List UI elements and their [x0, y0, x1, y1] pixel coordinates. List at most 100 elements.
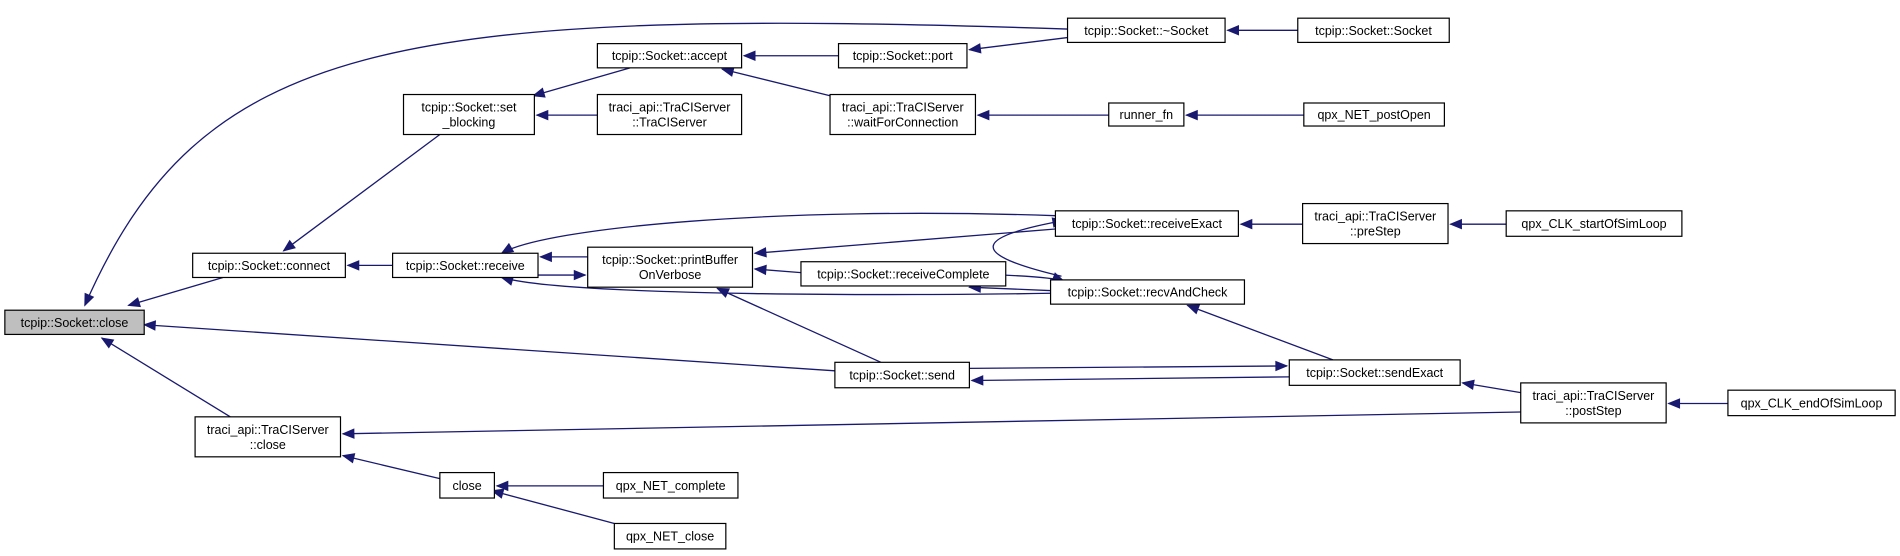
node-server-pre-step[interactable]: traci_api::TraCIServer::preStep [1302, 202, 1449, 245]
node-socket-receive[interactable]: tcpip::Socket::receive [392, 252, 539, 279]
call-edge-socket_send-to-socket_close [144, 324, 835, 372]
node-label: ::close [250, 438, 286, 452]
node-label: tcpip::Socket::recvAndCheck [1068, 286, 1229, 300]
arrowhead-icon [142, 320, 157, 331]
node-box [587, 246, 754, 288]
node-box [1066, 17, 1226, 44]
node-label: tcpip::Socket::receiveExact [1072, 217, 1223, 231]
node-label: tcpip::Socket::send [849, 369, 955, 383]
node-socket-port[interactable]: tcpip::Socket::port [837, 43, 968, 69]
node-label: OnVerbose [639, 268, 702, 282]
node-socket-dtor[interactable]: tcpip::Socket::~Socket [1066, 17, 1226, 44]
node-label: tcpip::Socket::Socket [1315, 24, 1432, 38]
arrowhead-icon [968, 43, 982, 54]
node-socket-receive-exact[interactable]: tcpip::Socket::receiveExact [1054, 210, 1239, 237]
node-label: traci_api::TraCIServer [842, 101, 964, 115]
node-label: ::TraCIServer [632, 116, 707, 130]
arrowhead-icon [341, 428, 355, 439]
arrowhead-icon [1449, 218, 1462, 230]
node-label: qpx_NET_close [626, 530, 714, 544]
node-box [192, 252, 346, 279]
node-socket-set-blocking[interactable]: tcpip::Socket::set_blocking [402, 93, 535, 136]
node-label: qpx_CLK_endOfSimLoop [1741, 396, 1883, 410]
node-box [829, 93, 977, 136]
node-socket-accept[interactable]: tcpip::Socket::accept [596, 43, 743, 69]
node-socket-recv-and-check[interactable]: tcpip::Socket::recvAndCheck [1049, 279, 1246, 305]
node-box [1303, 102, 1445, 127]
node-box [1297, 17, 1450, 44]
arrowhead-icon [127, 297, 141, 308]
arrowhead-icon [341, 453, 356, 464]
call-edge-socket_receive_exact-to-socket_receive [501, 212, 1056, 254]
node-box [1302, 202, 1449, 245]
node-box [392, 252, 539, 279]
node-box [439, 471, 495, 499]
node-box [1505, 210, 1683, 237]
node-box [800, 261, 1007, 287]
node-socket-send[interactable]: tcpip::Socket::send [834, 361, 970, 389]
node-box [596, 43, 743, 69]
call-edge-server_close-to-socket_close [101, 337, 231, 418]
arrowhead-icon [1226, 25, 1239, 36]
node-box [602, 471, 739, 499]
call-edge-socket_accept-to-socket_set_blocking [532, 67, 631, 97]
node-close-fn[interactable]: close [439, 471, 495, 499]
node-box [194, 416, 342, 458]
arrowhead-icon [1461, 379, 1475, 390]
node-box [1288, 359, 1461, 386]
node-box [837, 43, 968, 69]
node-label: tcpip::Socket::port [853, 49, 954, 63]
node-server-close[interactable]: traci_api::TraCIServer::close [194, 416, 342, 458]
node-box [596, 93, 743, 136]
node-socket-connect[interactable]: tcpip::Socket::connect [192, 252, 346, 279]
arrowhead-icon [500, 242, 515, 254]
node-label: tcpip::Socket::printBuffer [602, 253, 738, 267]
node-qpx-clk-start[interactable]: qpx_CLK_startOfSimLoop [1505, 210, 1683, 237]
node-label: tcpip::Socket::~Socket [1084, 24, 1209, 38]
call-edge-socket_recv_and_check-to-socket_receive_exact [992, 219, 1065, 277]
node-socket-send-exact[interactable]: tcpip::Socket::sendExact [1288, 359, 1461, 386]
node-qpx-net-complete[interactable]: qpx_NET_complete [602, 471, 739, 499]
call-edge-socket_recv_and_check-to-socket_receive_complete [969, 286, 1056, 292]
arrowhead-icon [742, 50, 756, 61]
node-box [402, 93, 535, 136]
arrowhead-icon [976, 109, 990, 121]
node-box [1049, 279, 1246, 305]
call-edge-close_fn-to-server_close [342, 454, 441, 480]
arrowhead-icon [970, 375, 984, 386]
node-runner-fn[interactable]: runner_fn [1108, 102, 1185, 127]
arrowhead-icon [753, 264, 767, 276]
arrowhead-icon [495, 480, 509, 492]
arrowhead-icon [720, 66, 735, 77]
call-edge-socket_send-to-socket_print_buffer [717, 287, 882, 363]
node-socket-ctor[interactable]: tcpip::Socket::Socket [1297, 17, 1450, 44]
call-edge-socket_set_blocking-to-socket_connect [283, 133, 441, 252]
node-label: runner_fn [1120, 108, 1174, 122]
call-edge-socket_dtor-to-socket_port [969, 36, 1068, 51]
node-qpx-clk-end[interactable]: qpx_CLK_endOfSimLoop [1727, 389, 1896, 417]
node-label: tcpip::Socket::connect [208, 259, 331, 273]
node-qpx-net-close[interactable]: qpx_NET_close [613, 522, 727, 550]
node-socket-receive-complete[interactable]: tcpip::Socket::receiveComplete [800, 261, 1007, 287]
node-label: _blocking [442, 116, 496, 130]
call-edge-socket_send-to-socket_send_exact [969, 365, 1287, 370]
node-server-post-step[interactable]: traci_api::TraCIServer::postStep [1520, 382, 1667, 424]
node-label: tcpip::Socket::receive [406, 259, 525, 273]
call-edge-socket_send_exact-to-socket_recv_and_check [1187, 304, 1334, 361]
node-wait-for-connection[interactable]: traci_api::TraCIServer::waitForConnectio… [829, 93, 977, 136]
node-server-ctor[interactable]: traci_api::TraCIServer::TraCIServer [596, 93, 743, 136]
node-box [4, 309, 145, 336]
node-label: qpx_NET_complete [616, 479, 726, 493]
arrowhead-icon [1667, 398, 1681, 409]
node-box [1727, 389, 1896, 417]
arrowhead-icon [539, 251, 552, 263]
arrowhead-icon [282, 239, 296, 252]
node-label: traci_api::TraCIServer [609, 101, 731, 115]
node-label: close [453, 479, 482, 493]
call-edge-socket_receive_exact-to-socket_print_buffer [754, 228, 1056, 254]
arrowhead-icon [1184, 109, 1198, 121]
node-socket-close[interactable]: tcpip::Socket::close [4, 309, 145, 336]
node-qpx-net-post-open[interactable]: qpx_NET_postOpen [1303, 102, 1445, 127]
